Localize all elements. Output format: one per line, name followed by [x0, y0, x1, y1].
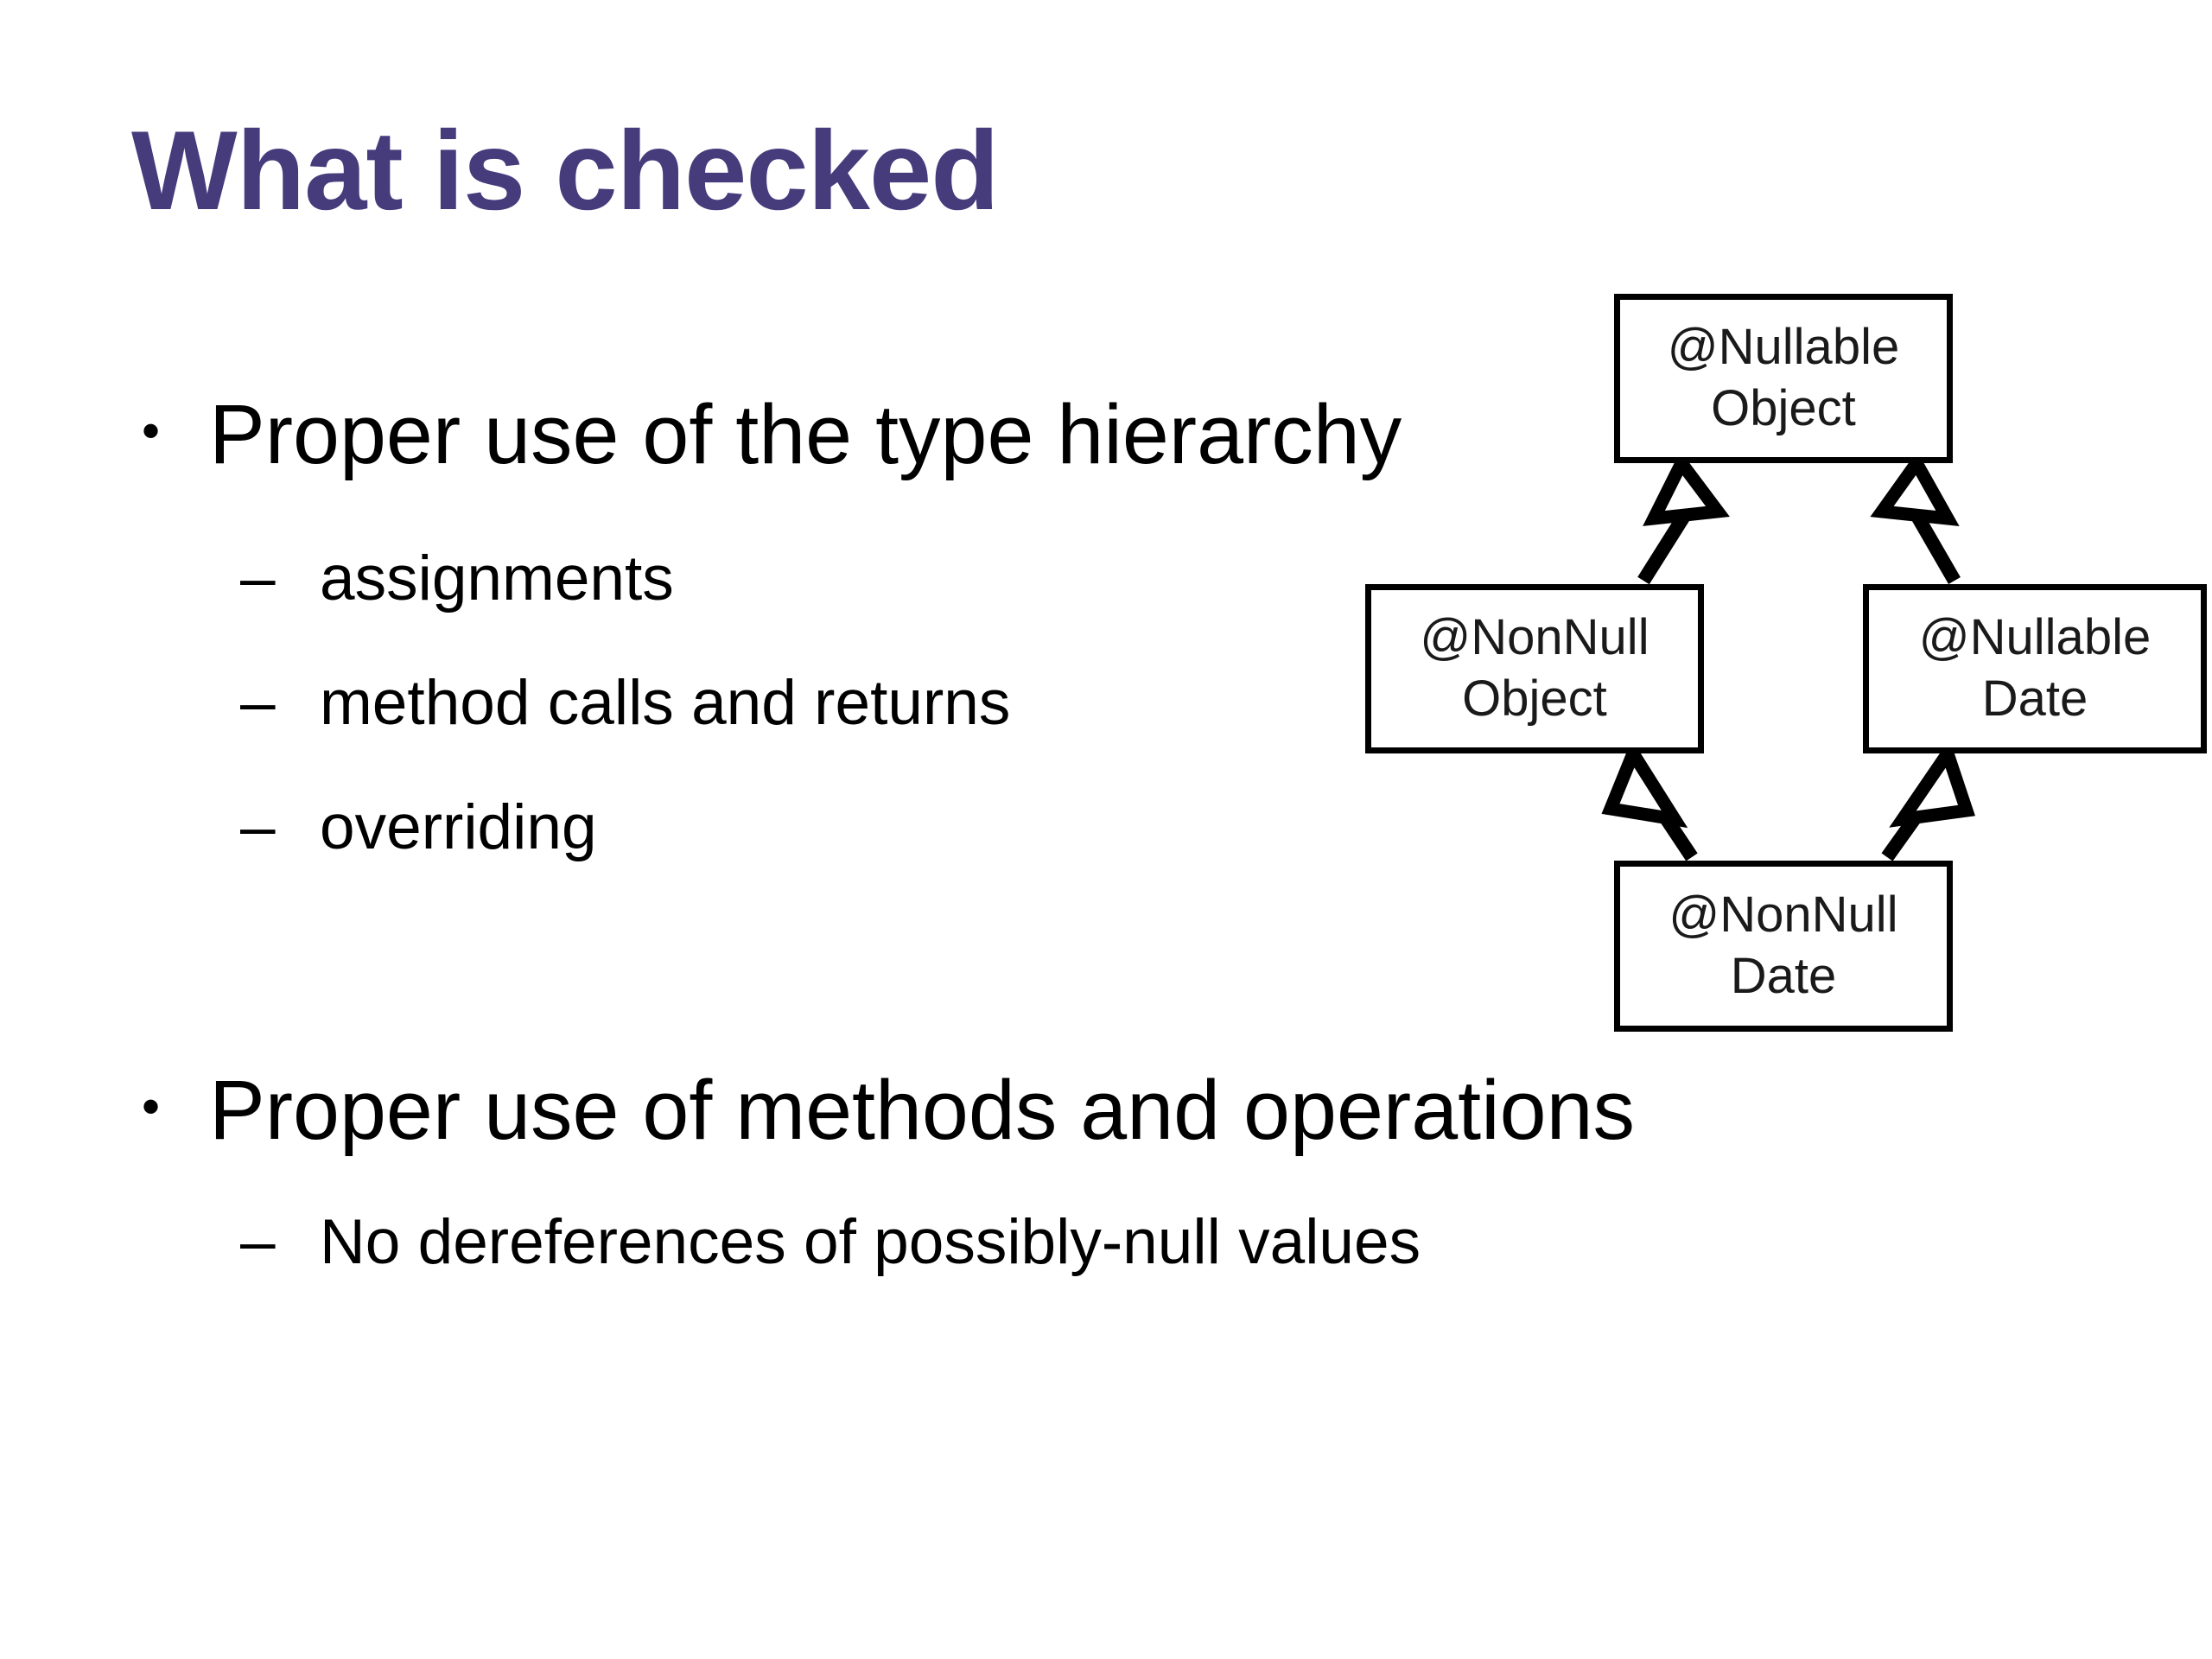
node-label-line2: Object — [1711, 380, 1856, 436]
diagram-node-nonnull-object: @NonNull Object — [1365, 584, 1704, 753]
node-label-line2: Date — [1981, 671, 2088, 727]
sub-bullet-text: assignments — [320, 543, 674, 613]
node-label-line1: @Nullable — [1667, 319, 1900, 376]
node-label-line2: Date — [1730, 948, 1837, 1004]
bullet-marker-icon: • — [142, 1077, 161, 1135]
dash-marker-icon: – — [240, 543, 276, 613]
node-label-line1: @Nullable — [1918, 609, 2152, 666]
dash-marker-icon: – — [240, 667, 276, 737]
sub-bullet-item-overriding: – overriding — [240, 791, 597, 862]
bullet-marker-icon: • — [142, 402, 161, 460]
bullet-item-type-hierarchy: • Proper use of the type hierarchy — [131, 391, 1402, 479]
bullet-item-methods-operations: • Proper use of methods and operations — [131, 1066, 1635, 1154]
node-label-line1: @NonNull — [1420, 609, 1649, 666]
diagram-node-nullable-date: @Nullable Date — [1863, 584, 2207, 753]
hierarchy-edges-svg: @Nullable Object --> @Nullable Object --… — [1601, 450, 1975, 861]
sub-bullet-item-no-dereferences: – No dereferences of possibly-null value… — [240, 1206, 1421, 1277]
page-title: What is checked — [131, 107, 1000, 233]
edge-nonnull-date-to-nullable-date — [1881, 739, 1975, 861]
bullet-text: Proper use of the type hierarchy — [209, 387, 1402, 481]
sub-bullet-text: No dereferences of possibly-null values — [320, 1207, 1421, 1277]
dash-marker-icon: – — [240, 1206, 276, 1276]
edge-nonnull-object-to-nullable-object — [1637, 450, 1730, 585]
edge-nullable-date-to-nullable-object — [1870, 451, 1961, 585]
node-label-line1: @NonNull — [1669, 887, 1898, 944]
dash-marker-icon: – — [240, 791, 276, 861]
diagram-node-nullable-object: @Nullable Object — [1614, 294, 1953, 463]
node-label-line2: Object — [1462, 671, 1607, 727]
sub-bullet-item-method-calls: – method calls and returns — [240, 667, 1011, 738]
sub-bullet-item-assignments: – assignments — [240, 543, 674, 613]
edge-nonnull-date-to-nonnull-object — [1601, 739, 1698, 861]
bullet-text: Proper use of methods and operations — [209, 1063, 1636, 1157]
sub-bullet-text: method calls and returns — [320, 668, 1011, 738]
diagram-node-nonnull-date: @NonNull Date — [1614, 861, 1953, 1032]
type-hierarchy-diagram: @Nullable Object --> @Nullable Object --… — [1339, 259, 2212, 1080]
sub-bullet-text: overriding — [320, 792, 597, 862]
